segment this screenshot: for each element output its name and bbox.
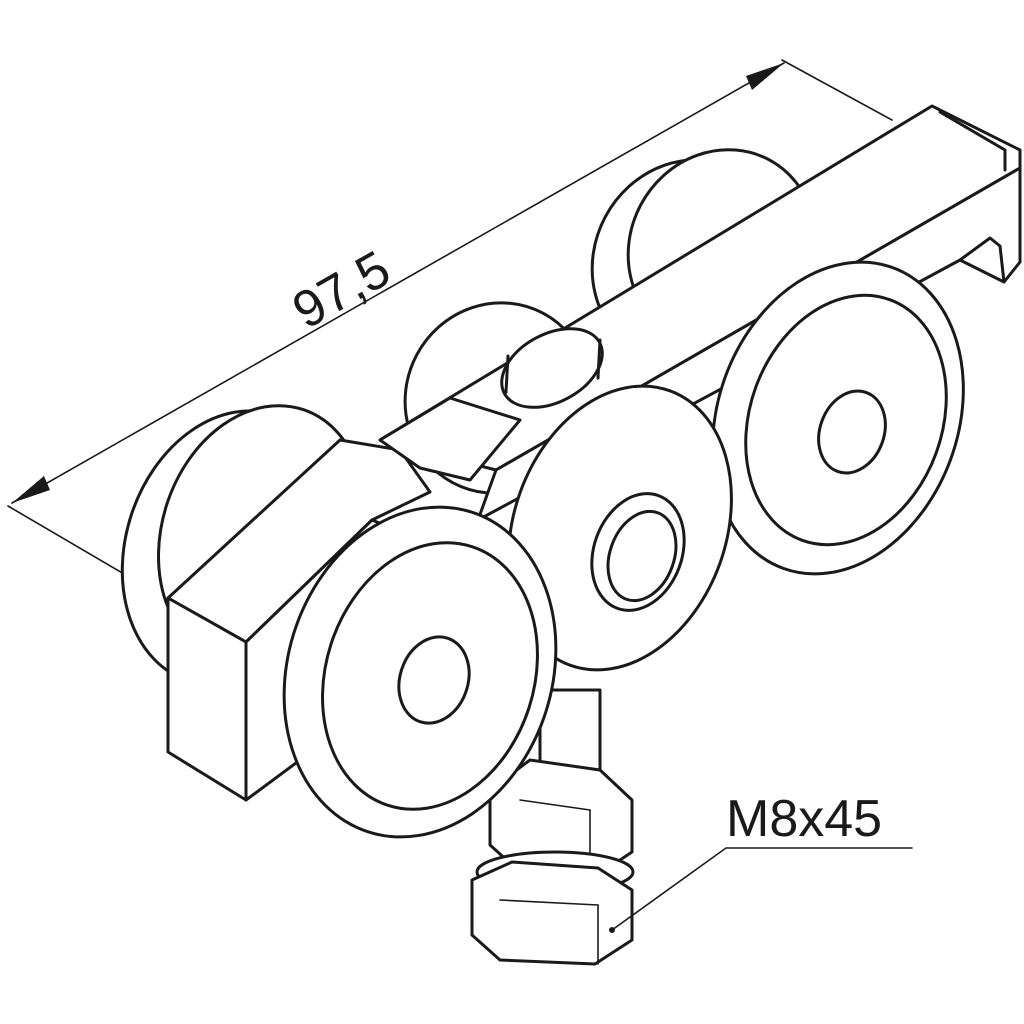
front-wheel-middle xyxy=(507,384,733,672)
dimension-label: 97,5 xyxy=(283,240,400,340)
upper-nut xyxy=(488,758,634,882)
wheel-hub xyxy=(397,635,471,725)
dimension-line xyxy=(11,62,785,504)
wheel-hub xyxy=(817,389,887,475)
lower-nut xyxy=(470,860,634,966)
dimension-arrow-left xyxy=(12,476,50,503)
bolt-callout: M8x45 xyxy=(611,790,913,931)
bolt-label: M8x45 xyxy=(726,790,882,848)
leader-line xyxy=(611,847,913,931)
body-end-hook xyxy=(958,236,1006,284)
bolt-assembly xyxy=(470,688,635,966)
bolt-hole-walls xyxy=(504,338,602,394)
housing-bridge xyxy=(378,396,522,482)
lower-nut-edge xyxy=(499,899,599,906)
front-wheel-right xyxy=(711,260,965,576)
front-wheel-left xyxy=(282,505,558,839)
extension-line-right xyxy=(781,59,893,121)
bolt-hole xyxy=(500,327,604,409)
body-end-edge xyxy=(938,110,1007,172)
wheel-hub xyxy=(606,509,678,603)
dimension-arrow-right xyxy=(746,63,784,90)
upper-nut-edge xyxy=(519,799,591,811)
